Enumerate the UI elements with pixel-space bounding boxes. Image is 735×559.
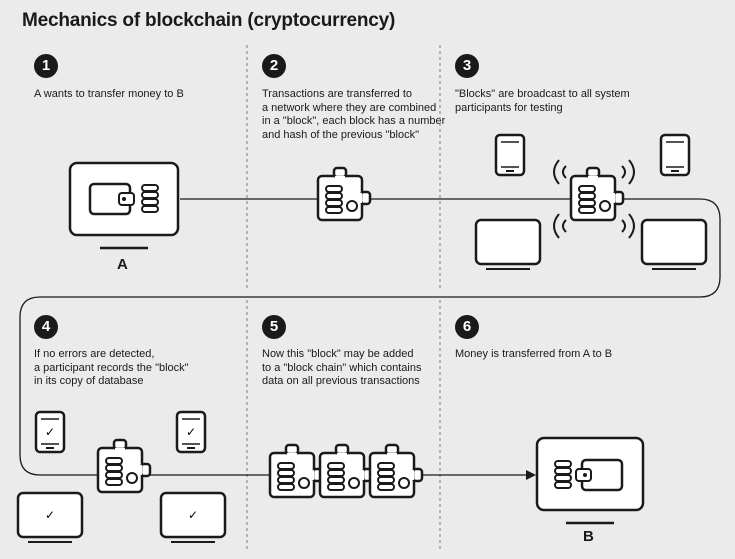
check-icon: ✓	[45, 508, 55, 522]
broadcast-waves-icon	[553, 159, 635, 239]
step-4-text: If no errors are detected, a participant…	[34, 348, 189, 387]
monitor-icon	[474, 218, 542, 271]
wallet-icon	[575, 458, 624, 492]
flow-line	[19, 198, 721, 476]
step-2-badge: 2	[262, 54, 286, 78]
coin-stack-icon	[141, 184, 159, 213]
step-3-text: "Blocks" are broadcast to all system par…	[455, 88, 630, 114]
check-icon: ✓	[186, 425, 196, 439]
arrow-right-icon	[526, 470, 536, 480]
step-3-badge: 3	[455, 54, 479, 78]
participant-b-device	[535, 436, 645, 525]
chain-block-icon	[320, 445, 372, 497]
block-icon-step-4	[98, 440, 150, 492]
chain-block-icon	[270, 445, 322, 497]
check-icon: ✓	[45, 425, 55, 439]
coin-stack-icon	[554, 460, 572, 489]
step-2-text: Transactions are transferred to a networ…	[262, 88, 446, 141]
participant-a-device	[68, 161, 180, 250]
block-icon-step-2	[318, 168, 370, 220]
check-icon: ✓	[188, 508, 198, 522]
tablet-icon	[659, 133, 691, 177]
wallet-icon	[88, 182, 135, 216]
step-4-badge: 4	[34, 315, 58, 339]
participant-b-label: B	[583, 528, 594, 545]
diagram-title: Mechanics of blockchain (cryptocurrency)	[22, 10, 396, 31]
step-6-text: Money is transferred from A to B	[455, 348, 613, 360]
step-1-badge: 1	[34, 54, 58, 78]
step-5-text: Now this "block" may be added to a "bloc…	[262, 348, 422, 387]
step-6-badge: 6	[455, 315, 479, 339]
participant-a-label: A	[117, 256, 128, 273]
step-1-text: A wants to transfer money to B	[34, 88, 184, 100]
tablet-icon	[494, 133, 526, 177]
block-icon-step-3	[571, 168, 623, 220]
step-5-badge: 5	[262, 315, 286, 339]
chain-block-icon	[370, 445, 422, 497]
monitor-icon	[640, 218, 708, 271]
